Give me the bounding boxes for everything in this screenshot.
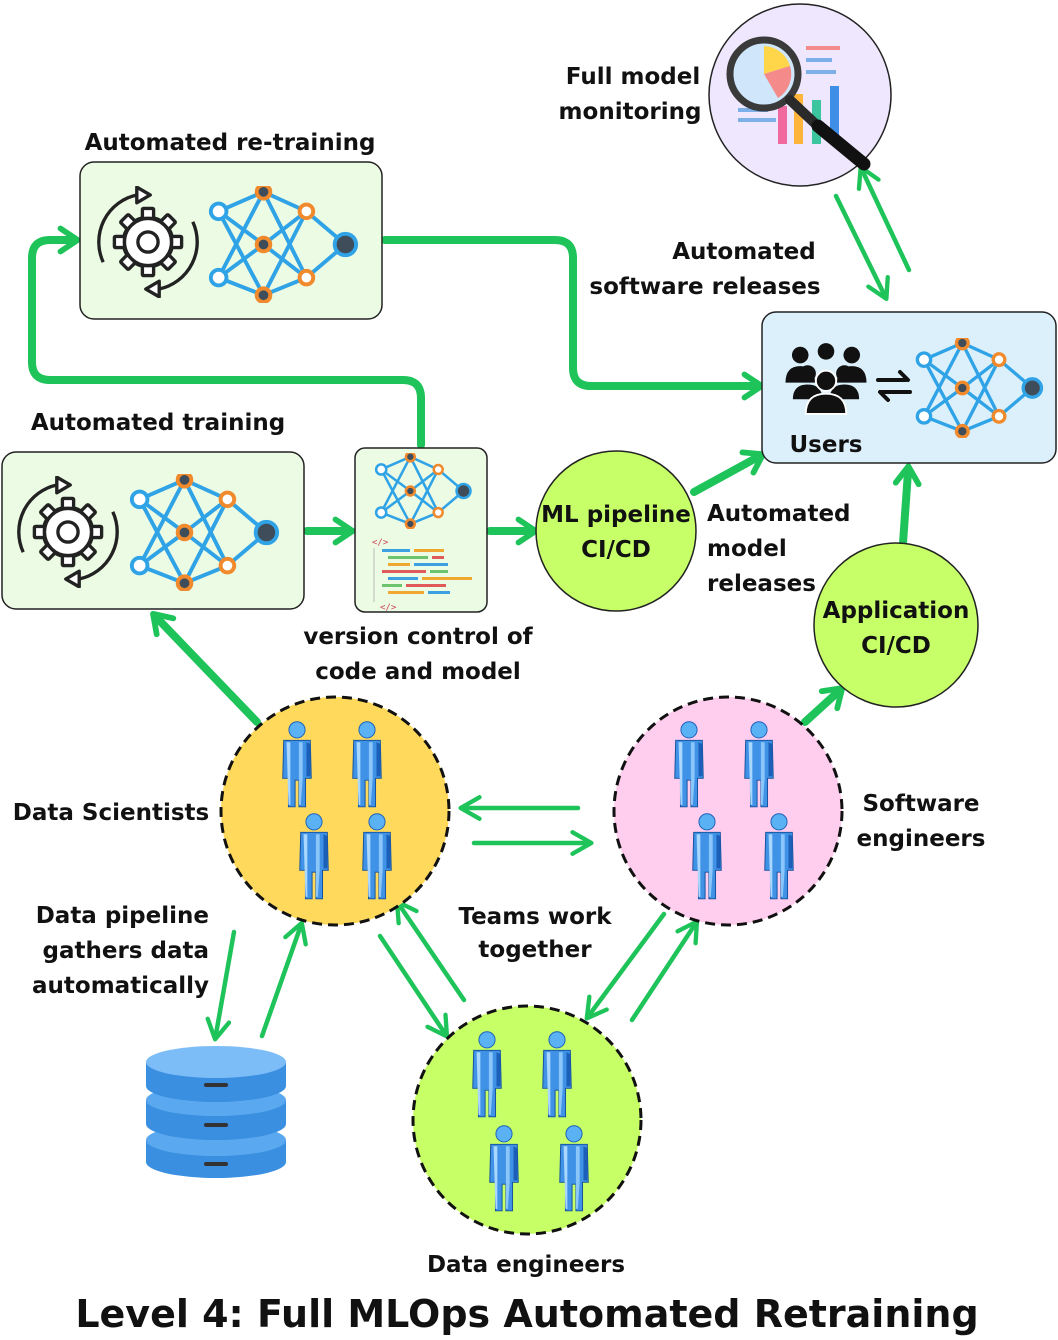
database-icon xyxy=(146,1046,286,1178)
monitoring-label-line2: monitoring xyxy=(559,99,702,125)
node-version-control: </> </> version control of code and mode… xyxy=(303,447,534,685)
arrow-monitoring-to-users xyxy=(833,193,890,302)
arrow-data-engineers-to-software-engineers xyxy=(629,919,700,1023)
teams-label-line1: Teams work xyxy=(458,904,612,930)
teams-label-line2: together xyxy=(478,937,592,963)
pipeline-label-line1: Data pipeline xyxy=(36,903,209,929)
ml-pipeline-label-line1: ML pipeline xyxy=(541,502,691,528)
svg-text:</>: </> xyxy=(372,538,389,548)
model-releases-label-line1: Automated xyxy=(707,501,851,527)
ml-pipeline-label-line2: CI/CD xyxy=(581,537,651,563)
arrow-data-engineers-to-scientists xyxy=(394,899,467,1003)
node-automated-training: Automated training xyxy=(1,410,305,610)
node-automated-retraining: Automated re-training xyxy=(79,130,383,320)
pipeline-label-line3: automatically xyxy=(32,973,209,999)
arrow-ml-pipeline-to-users xyxy=(690,449,766,496)
arrow-software-engineers-to-data-engineers xyxy=(584,911,667,1021)
version-control-label-line2: code and model xyxy=(315,659,521,685)
arrow-scientists-to-data-engineers xyxy=(377,933,450,1039)
node-model-monitoring: Full model monitoring xyxy=(559,3,892,187)
application-label-line1: Application xyxy=(823,598,970,624)
node-application-cicd: Application CI/CD xyxy=(813,542,979,708)
version-control-label-line1: version control of xyxy=(303,624,533,650)
bidirectional-arrow-icon xyxy=(876,370,912,402)
pipeline-label-line2: gathers data xyxy=(43,938,210,964)
software-engineers-label-line1: Software xyxy=(862,791,979,817)
model-releases-label-line2: model xyxy=(707,536,787,562)
arrow-users-to-monitoring xyxy=(856,164,912,273)
monitoring-label-line1: Full model xyxy=(566,64,700,90)
retraining-label: Automated re-training xyxy=(85,130,376,156)
magnifier-chart-icon xyxy=(726,36,871,171)
arrow-version-control-to-retraining xyxy=(28,225,425,449)
node-ml-pipeline-cicd: ML pipeline CI/CD xyxy=(535,450,697,612)
software-releases-label-line1: Automated xyxy=(672,239,816,265)
data-engineers-label: Data engineers xyxy=(427,1252,625,1278)
arrow-scientists-to-database xyxy=(205,929,237,1042)
model-releases-label-line3: releases xyxy=(707,571,816,597)
node-data-scientists: Data Scientists xyxy=(13,695,451,927)
arrow-software-engineers-to-application xyxy=(801,685,846,726)
code-document-icon: </> </> xyxy=(372,538,472,613)
training-label: Automated training xyxy=(31,410,285,436)
page-title: Level 4: Full MLOps Automated Retraining xyxy=(75,1292,978,1336)
arrow-retraining-to-users xyxy=(381,236,765,401)
software-engineers-label-line2: engineers xyxy=(857,826,986,852)
node-users: Users xyxy=(761,311,1057,464)
arrow-database-to-scientists xyxy=(259,920,308,1039)
software-releases-label-line2: software releases xyxy=(589,274,820,300)
node-software-engineers: Software engineers xyxy=(612,695,986,927)
application-label-line2: CI/CD xyxy=(861,633,931,659)
svg-text:</>: </> xyxy=(380,603,397,613)
arrow-application-to-users xyxy=(892,463,922,547)
data-scientists-label: Data Scientists xyxy=(13,800,209,826)
users-label: Users xyxy=(790,432,863,458)
arrow-data-scientists-to-training xyxy=(150,610,261,726)
node-data-engineers: Data engineers xyxy=(411,1004,643,1278)
